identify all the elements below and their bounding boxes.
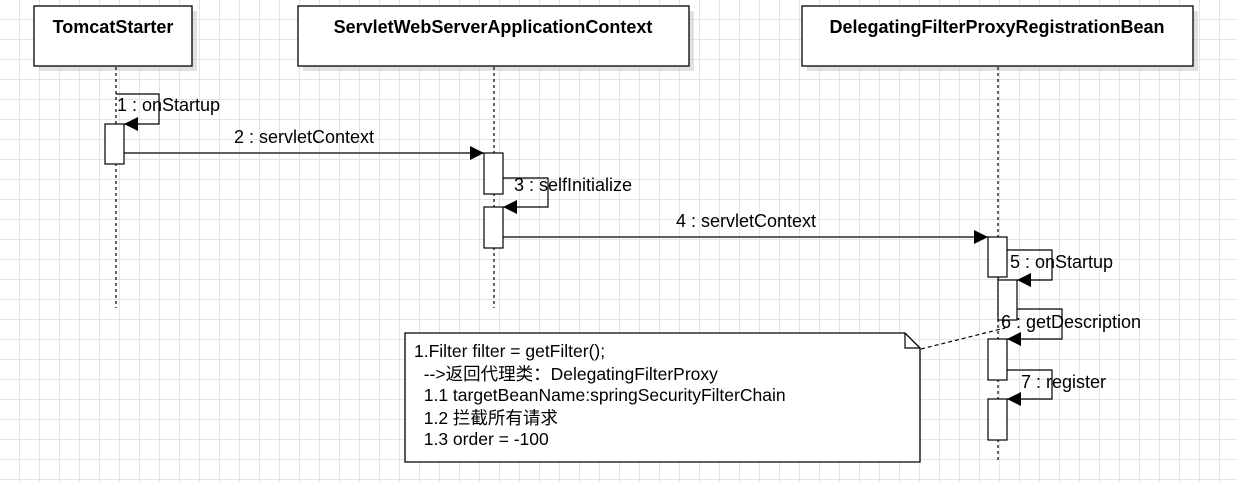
note-line: 1.1 targetBeanName:springSecurityFilterC…: [414, 385, 786, 405]
note-connector: [920, 327, 1006, 350]
note-line: 1.Filter filter = getFilter();: [414, 341, 605, 361]
message-1: 1 : onStartup: [116, 93, 220, 131]
participant-tomcatstarter[interactable]: TomcatStarter: [33, 5, 197, 71]
message-5: 5 : onStartup: [1007, 249, 1113, 287]
message-label: 5 : onStartup: [1010, 252, 1113, 272]
participant-label: DelegatingFilterProxyRegistrationBean: [829, 17, 1164, 37]
activation-bar: [987, 236, 1008, 278]
message-label: 6 : getDescription: [1001, 312, 1141, 332]
note-line: 1.3 order = -100: [414, 429, 549, 449]
message-3: 3 : selfInitialize: [503, 175, 632, 214]
message-label: 4 : servletContext: [676, 211, 816, 231]
activation-bar: [987, 398, 1008, 441]
participant-label: TomcatStarter: [53, 17, 174, 37]
note-line: 1.2 拦截所有请求: [414, 408, 558, 428]
activation-bar: [104, 123, 125, 165]
message-label: 1 : onStartup: [117, 95, 220, 115]
message-4: 4 : servletContext: [503, 211, 988, 244]
message-7: 7 : register: [1007, 369, 1106, 406]
activation-bar: [483, 206, 504, 249]
activation-bar: [997, 279, 1018, 321]
participant-servletwebserverapplicationcontext[interactable]: ServletWebServerApplicationContext: [297, 5, 694, 71]
note[interactable]: 1.Filter filter = getFilter(); -->返回代理类：…: [404, 332, 921, 463]
activation-bar: [483, 152, 504, 195]
activation-bar: [987, 338, 1008, 381]
participant-label: ServletWebServerApplicationContext: [334, 17, 653, 37]
participant-delegatingfilterproxyregistrationbean[interactable]: DelegatingFilterProxyRegistrationBean: [801, 5, 1198, 71]
message-2: 2 : servletContext: [124, 127, 484, 160]
message-label: 3 : selfInitialize: [514, 175, 632, 195]
message-label: 7 : register: [1021, 372, 1106, 392]
message-6: 6 : getDescription: [1001, 308, 1141, 346]
message-label: 2 : servletContext: [234, 127, 374, 147]
note-line: -->返回代理类：DelegatingFilterProxy: [414, 364, 718, 384]
